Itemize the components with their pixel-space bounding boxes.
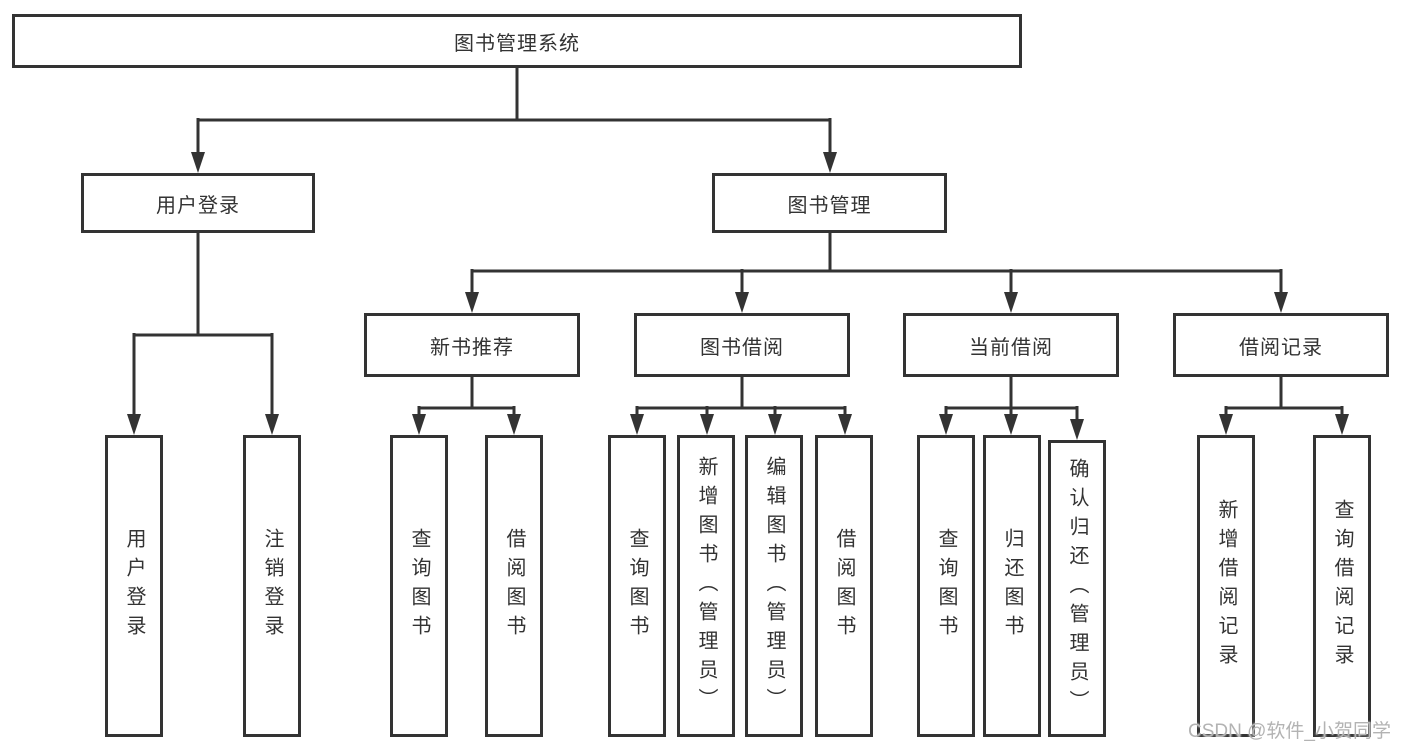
- leaf-query-book-current: 查询图书: [917, 435, 975, 737]
- leaf-user-login: 用户登录: [105, 435, 163, 737]
- leaf-query-book-recommend: 查询图书: [390, 435, 448, 737]
- node-new-book-recommend: 新书推荐: [364, 313, 580, 377]
- leaf-add-borrow-record: 新增借阅记录: [1197, 435, 1255, 737]
- node-book-borrow: 图书借阅: [634, 313, 850, 377]
- node-book-management: 图书管理: [712, 173, 947, 233]
- connector-lines: [132, 66, 1344, 422]
- leaf-edit-book-admin: 编辑图书（管理员）: [745, 435, 803, 737]
- leaf-borrow-book: 借阅图书: [815, 435, 873, 737]
- leaf-add-book-admin: 新增图书（管理员）: [677, 435, 735, 737]
- node-borrow-record: 借阅记录: [1173, 313, 1389, 377]
- csdn-watermark: CSDN @软件_小贺同学: [1188, 721, 1391, 742]
- node-current-borrow: 当前借阅: [903, 313, 1119, 377]
- leaf-return-book: 归还图书: [983, 435, 1041, 737]
- leaf-query-book-borrow: 查询图书: [608, 435, 666, 737]
- node-library-management-system: 图书管理系统: [12, 14, 1022, 68]
- node-user-login: 用户登录: [81, 173, 315, 233]
- leaf-logout: 注销登录: [243, 435, 301, 737]
- leaf-borrow-book-recommend: 借阅图书: [485, 435, 543, 737]
- leaf-query-borrow-record: 查询借阅记录: [1313, 435, 1371, 737]
- leaf-confirm-return-admin: 确认归还（管理员）: [1048, 440, 1106, 737]
- arrowheads: [127, 152, 1349, 440]
